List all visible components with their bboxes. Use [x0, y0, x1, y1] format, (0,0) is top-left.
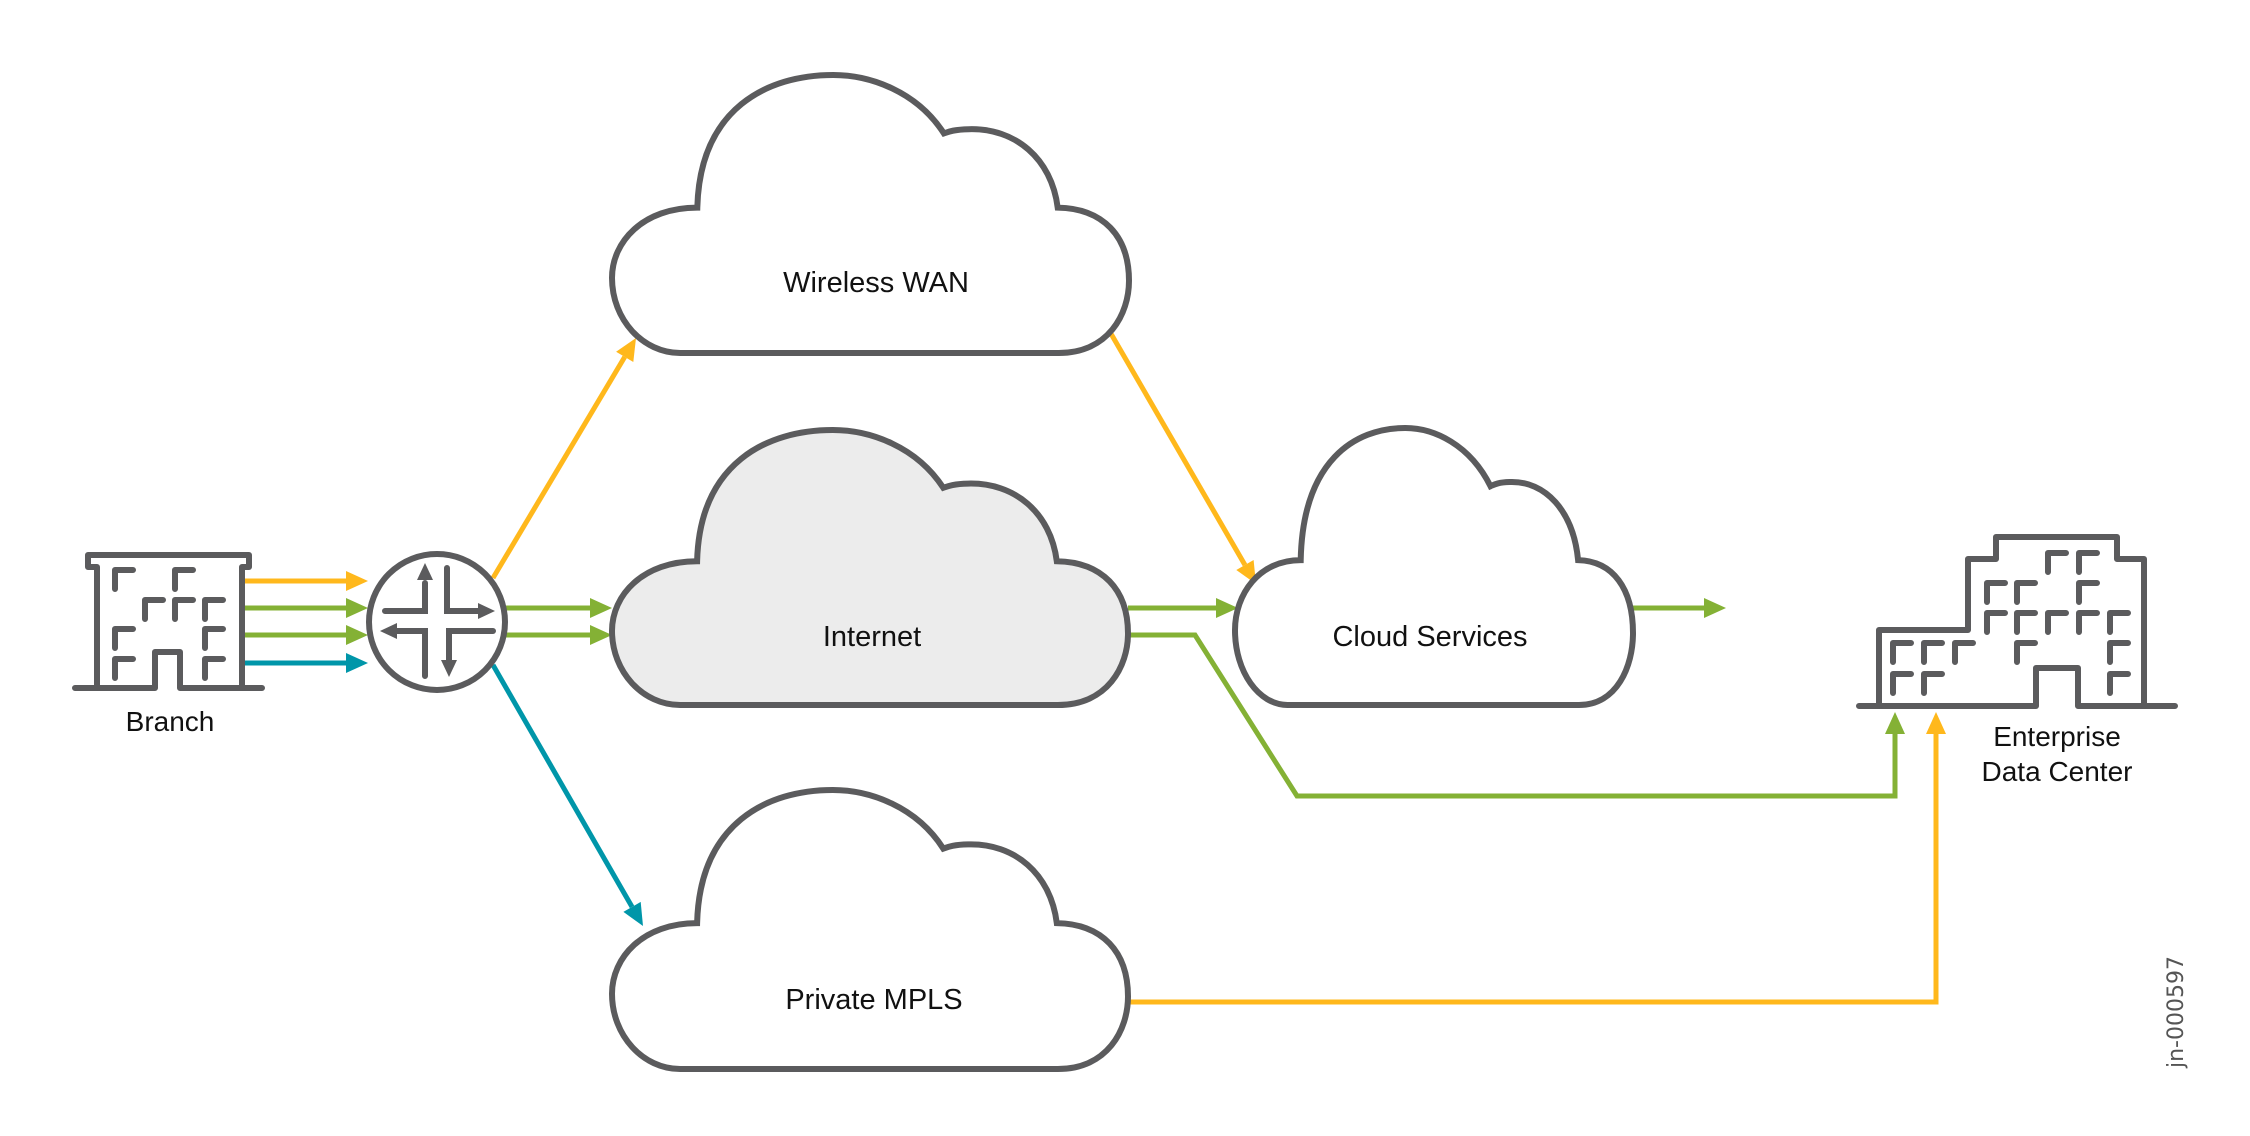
links-layer [242, 330, 1946, 1005]
window-icon [202, 597, 226, 622]
window-icon [2014, 580, 2038, 605]
window-icon [172, 597, 196, 622]
wireless-wan-cloud[interactable]: Wireless WAN [608, 71, 1133, 356]
window-icon [2076, 610, 2100, 635]
internet-to-data-center-link [1128, 632, 1905, 799]
link-line [1107, 330, 1248, 567]
window-icon [1921, 671, 1945, 696]
router-to-internet-link-1 [505, 598, 612, 618]
arrowhead-icon [590, 625, 612, 645]
window-icon [202, 626, 226, 651]
window-icon [1890, 671, 1914, 696]
window-icon [2107, 671, 2131, 696]
window-icon [142, 597, 166, 622]
window-icon [2045, 610, 2069, 635]
cloud-icon [608, 426, 1132, 708]
arrowhead-icon [623, 901, 643, 926]
window-icon [2014, 610, 2038, 635]
window-icon [112, 626, 136, 651]
arrowhead-icon [346, 653, 368, 673]
link-line [1128, 632, 1898, 799]
arrowhead-icon [590, 598, 612, 618]
window-icon [172, 567, 196, 592]
arrowhead-icon [616, 338, 636, 362]
branch-to-router-internet-link-2 [242, 625, 368, 645]
internet-to-cloud-services-link [1128, 598, 1238, 618]
window-icon [2014, 640, 2038, 665]
router-to-mpls-link [490, 663, 643, 926]
link-line [490, 355, 627, 580]
router-to-internet-link-2 [505, 625, 612, 645]
data-center-node[interactable]: Enterprise Data Center [1856, 534, 2178, 787]
window-icon [112, 567, 136, 592]
arrowhead-icon [1926, 712, 1946, 734]
router-node[interactable] [366, 551, 508, 693]
data-center-label-line2: Data Center [1982, 756, 2133, 787]
arrowhead-icon [1236, 560, 1256, 584]
document-id: jn-000597 [2164, 956, 2189, 1069]
arrowhead-icon [1885, 712, 1905, 734]
data-center-label-line1: Enterprise [1993, 721, 2121, 752]
window-icon [2107, 640, 2131, 665]
branch-to-router-internet-link-1 [242, 598, 368, 618]
cloud-services-cloud[interactable]: Cloud Services [1231, 424, 1637, 708]
window-icon [1984, 610, 2008, 635]
router-to-wireless-wan-link [490, 338, 636, 580]
wireless-wan-label: Wireless WAN [783, 267, 969, 299]
private-mpls-label: Private MPLS [785, 984, 962, 1016]
cloud-services-to-data-center-link [1633, 598, 1726, 618]
router-icon [366, 551, 508, 693]
internet-label: Internet [823, 621, 921, 653]
cloud-icon [608, 71, 1133, 356]
window-icon [1890, 640, 1914, 665]
cloud-services-label: Cloud Services [1332, 621, 1527, 653]
window-icon [2107, 610, 2131, 635]
link-line [490, 663, 635, 909]
wireless-wan-to-cloud-services-link [1107, 330, 1256, 584]
arrowhead-icon [346, 598, 368, 618]
branch-to-router-mpls-link [242, 653, 368, 673]
arrowhead-icon [1704, 598, 1726, 618]
cloud-icon [608, 786, 1132, 1072]
window-icon [112, 656, 136, 681]
window-icon [1984, 580, 2008, 605]
cloud-icon [1231, 424, 1637, 708]
datacenter-building-icon [1856, 534, 2178, 709]
branch-node[interactable]: Branch [72, 552, 265, 737]
window-icon [202, 656, 226, 681]
window-icon [2076, 580, 2100, 605]
arrowhead-icon [346, 571, 368, 591]
mpls-to-data-center-link [1128, 712, 1946, 1005]
internet-cloud[interactable]: Internet [608, 426, 1132, 708]
private-mpls-cloud[interactable]: Private MPLS [608, 786, 1132, 1072]
arrowhead-icon [1216, 598, 1238, 618]
window-icon [2045, 550, 2069, 575]
branch-to-router-wireless-link [242, 571, 368, 591]
window-icon [2076, 550, 2100, 575]
link-line [1128, 734, 1939, 1005]
window-icon [1921, 640, 1945, 665]
arrowhead-icon [346, 625, 368, 645]
branch-label: Branch [126, 706, 215, 737]
building-icon [72, 552, 265, 691]
window-icon [1952, 640, 1976, 665]
